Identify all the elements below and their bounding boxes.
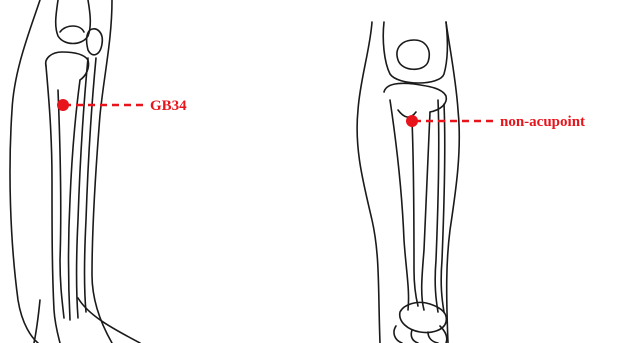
right-femur [383,22,447,83]
left-leg-outline-back [10,0,40,343]
right-tibia-shaft-left [390,100,409,310]
non-acupoint-marker [406,115,418,127]
right-foot-bones-1 [394,326,402,343]
left-patella [60,26,84,32]
left-leg-illustration [10,0,140,343]
left-femur [56,0,91,44]
gb34-point-marker [57,99,69,111]
right-patella [397,40,429,69]
left-leg-outline-front [92,0,112,343]
left-tibia-plateau [46,52,89,80]
left-fibula-shaft-2 [85,58,97,312]
left-tibia-inner [58,90,64,318]
right-fibula-2 [441,104,445,312]
right-tibia-inner [412,120,418,306]
left-ankle-inner [34,300,40,343]
right-fibula-1 [435,100,439,312]
right-leg-outline-left [357,22,380,343]
gb34-label: GB34 [150,98,187,114]
right-tibia-shaft-right [422,112,430,310]
right-leg-illustration [357,22,459,343]
right-foot-bones-3 [428,332,438,343]
non-acupoint-annotation: non-acupoint [406,114,585,130]
right-leg-outline-right [446,22,459,343]
non-acupoint-label: non-acupoint [500,114,585,130]
right-tibia-plateau [384,83,446,112]
